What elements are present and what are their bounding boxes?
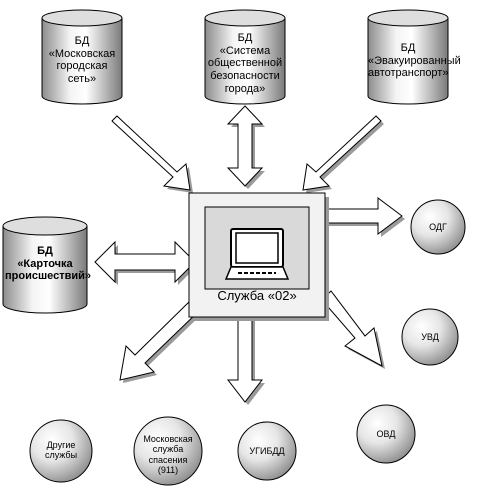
service-label-other-services: Другие службы <box>44 440 78 461</box>
db-cylinder-moscow-city-network <box>41 9 123 105</box>
db-title: БД <box>37 245 53 257</box>
arrow-to-odg <box>319 197 405 237</box>
arrow-bidirectional-public-safety-system <box>226 105 265 189</box>
sphere-other-services <box>29 419 93 483</box>
computer-icon <box>224 228 290 280</box>
db-title: БД <box>74 35 90 47</box>
sphere-ugibdd <box>237 421 297 481</box>
arrow-to-ovd <box>321 290 385 369</box>
arrow-bidirectional-incident-card <box>94 240 198 285</box>
db-name: «Московская городская сеть» <box>48 47 116 85</box>
db-label-moscow-city-network: БД «Московская городская сеть» <box>47 35 117 86</box>
arrow-to-other-services <box>119 299 203 383</box>
db-cylinder-evacuated-vehicles <box>367 9 449 105</box>
db-cylinder-incident-card <box>2 216 88 314</box>
db-name: «Эвакуированный автотранспорт» <box>368 54 461 80</box>
db-cylinder-public-safety-system <box>204 9 286 105</box>
service-label-uvd: УВД <box>421 332 439 342</box>
center-box <box>188 192 329 321</box>
sphere-odg <box>410 199 466 255</box>
sphere-uvd <box>401 308 459 366</box>
db-name: «Система общественной безопасности город… <box>207 44 283 95</box>
arrow-to-ugibdd <box>226 317 265 405</box>
service-label-moscow-rescue: Московская служба спасения (911) <box>143 434 193 476</box>
center-label: Служба «02» <box>217 288 297 303</box>
arrow-from-moscow-city-network <box>111 115 193 193</box>
sphere-moscow-rescue <box>133 416 203 486</box>
db-name: «Карточка происшествий» <box>5 257 92 283</box>
db-label-incident-card: БД «Карточка происшествий» <box>5 245 92 283</box>
db-title: БД <box>400 42 416 54</box>
service-label-ovd: ОВД <box>376 429 396 439</box>
service-label-ugibdd: УГИБДД <box>249 446 285 456</box>
db-label-evacuated-vehicles: БД «Эвакуированный автотранспорт» <box>368 42 461 80</box>
db-title: БД <box>237 32 253 44</box>
db-label-public-safety-system: БД «Система общественной безопасности го… <box>207 32 283 95</box>
sphere-ovd <box>356 404 416 464</box>
service-label-odg: ОДГ <box>429 222 447 232</box>
arrow-from-evacuated-vehicles <box>302 115 384 193</box>
